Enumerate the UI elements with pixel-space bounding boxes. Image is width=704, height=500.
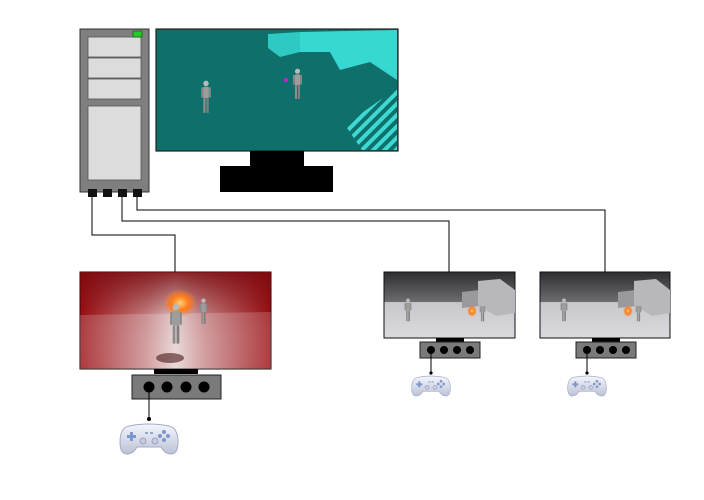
drive-bay — [87, 57, 142, 79]
computer-port-4 — [133, 189, 142, 197]
hub-port — [180, 381, 192, 393]
station-2 — [383, 271, 516, 397]
hub-port — [622, 346, 630, 354]
monitor-stand-base — [220, 166, 333, 192]
station-1 — [79, 271, 272, 455]
drive-bay — [87, 36, 142, 58]
case-panel — [87, 105, 142, 181]
computer-port-3 — [118, 189, 127, 197]
main-monitor — [155, 28, 399, 192]
connection-line-2 — [121, 197, 450, 272]
station-3-stand — [592, 338, 620, 342]
hub-port — [596, 346, 604, 354]
target-marker — [284, 78, 288, 82]
hub-port — [198, 381, 210, 393]
arena-wall — [268, 32, 300, 57]
station-2-stand — [436, 338, 464, 342]
monitor-stand-neck — [250, 151, 304, 166]
hub-port — [161, 381, 173, 393]
station-1-stand — [154, 369, 198, 374]
connection-line-3 — [136, 197, 606, 272]
gamepad-icon — [411, 375, 451, 397]
arena-ramp — [345, 88, 397, 150]
arena-wall — [300, 30, 397, 80]
hub-port — [609, 346, 617, 354]
connections — [91, 197, 606, 272]
hub-port — [453, 346, 461, 354]
station-2-hub — [419, 341, 481, 359]
station-3 — [539, 271, 671, 397]
fire-effect — [163, 289, 197, 317]
hub-port — [466, 346, 474, 354]
gamepad-icon — [119, 423, 179, 455]
computer-tower — [79, 28, 150, 197]
power-led — [132, 30, 143, 38]
gamepad-icon — [567, 375, 607, 397]
hub-port — [440, 346, 448, 354]
fire-effect — [467, 305, 477, 317]
fire-effect — [623, 305, 633, 317]
connection-line-1 — [91, 197, 176, 272]
drive-bay — [87, 78, 142, 100]
computer-port-1 — [88, 189, 97, 197]
computer-port-2 — [103, 189, 112, 197]
station-3-hub — [575, 341, 637, 359]
